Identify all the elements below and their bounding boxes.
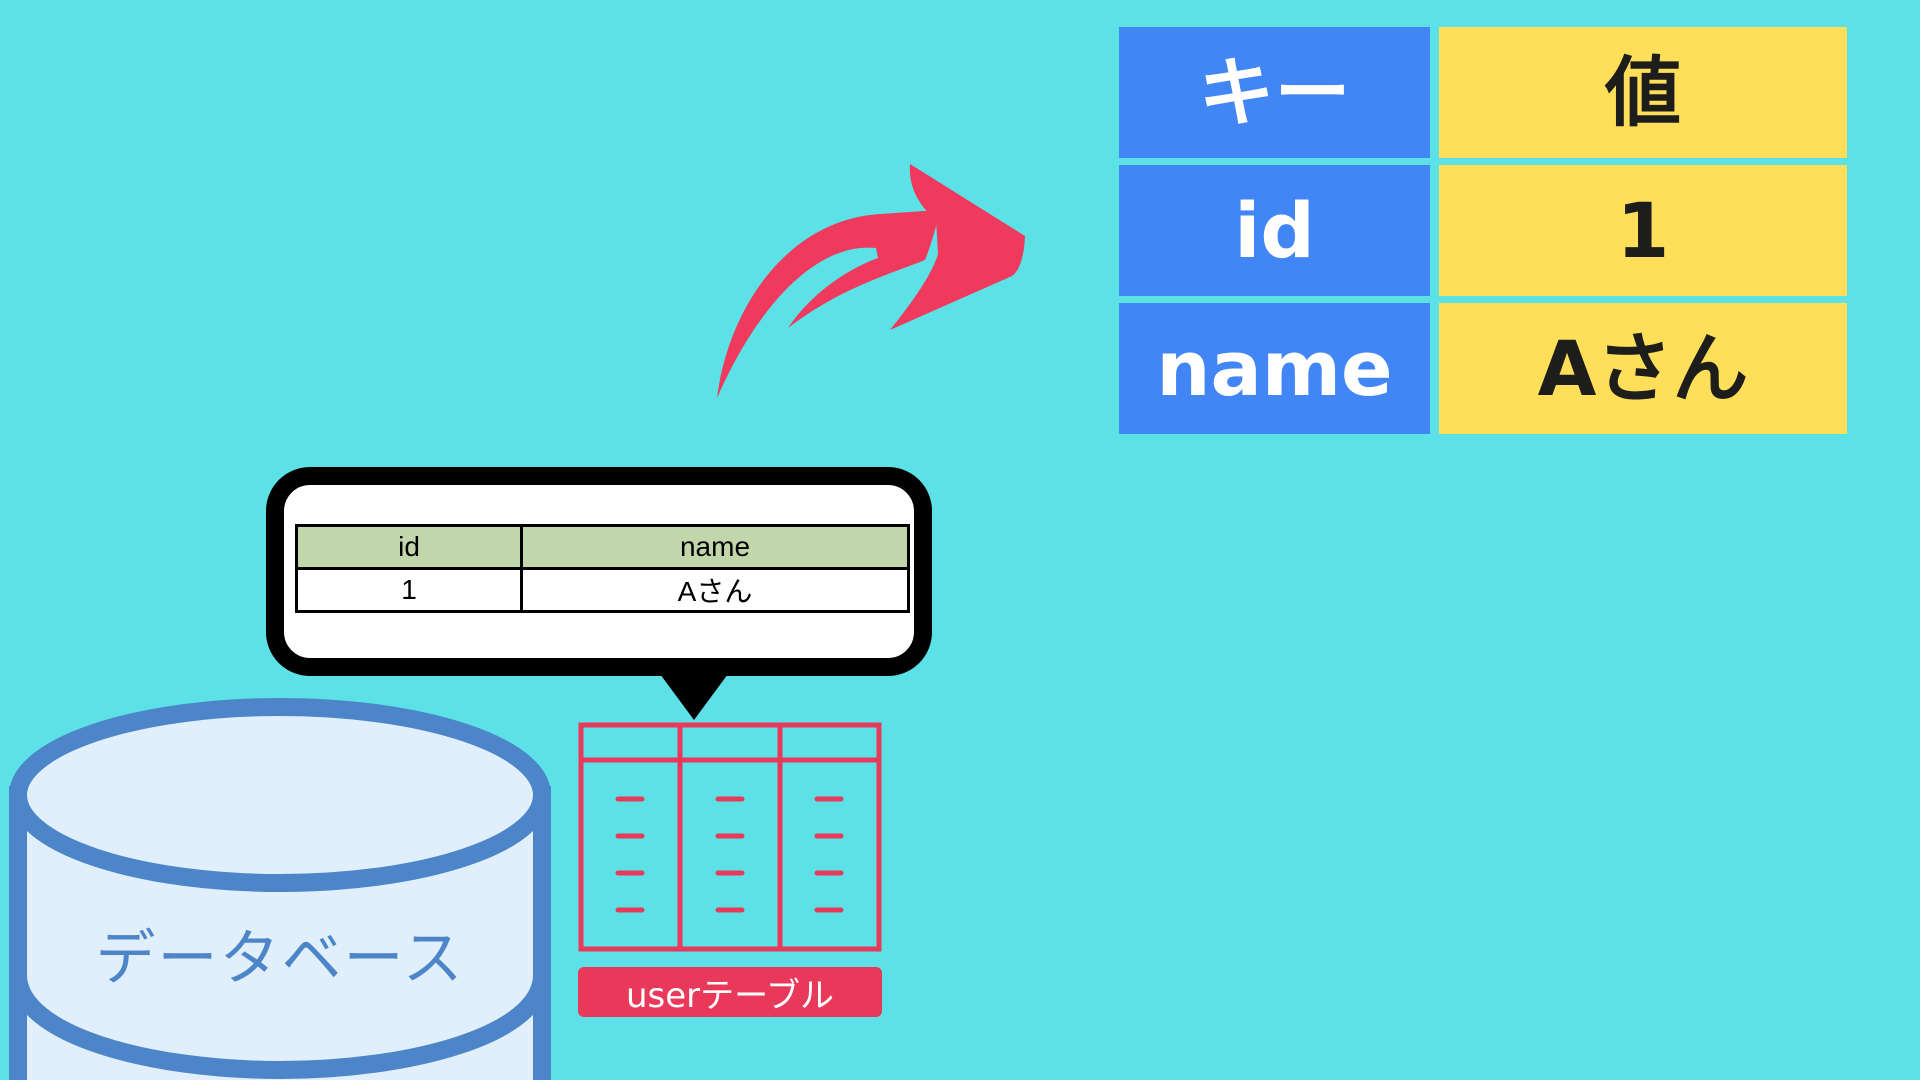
record-cell: 1: [295, 567, 523, 613]
arrow-head: [890, 164, 1025, 330]
kv-value-cell: 値: [1439, 27, 1847, 158]
arrow-body: [717, 210, 940, 398]
record-table: id name 1 Aさん: [295, 524, 910, 613]
kv-key-cell: id: [1119, 165, 1430, 296]
record-table-header-row: id name: [295, 524, 910, 570]
table-icon: [578, 722, 882, 952]
record-cell: Aさん: [520, 567, 910, 613]
kv-key-cell: キー: [1119, 27, 1430, 158]
key-value-table: キー 値 id 1 name Aさん: [1119, 27, 1847, 434]
record-header-cell: id: [295, 524, 523, 570]
database-icon: [9, 698, 551, 1080]
kv-key-cell: name: [1119, 303, 1430, 434]
speech-bubble-tail: [660, 674, 728, 720]
database-label: データベース: [95, 924, 465, 994]
kv-value-cell: 1: [1439, 165, 1847, 296]
record-table-row: 1 Aさん: [295, 567, 910, 613]
kv-value-cell: Aさん: [1439, 303, 1847, 434]
record-header-cell: name: [520, 524, 910, 570]
curved-arrow-icon: [717, 164, 1025, 398]
table-label: userテーブル: [578, 967, 882, 1017]
